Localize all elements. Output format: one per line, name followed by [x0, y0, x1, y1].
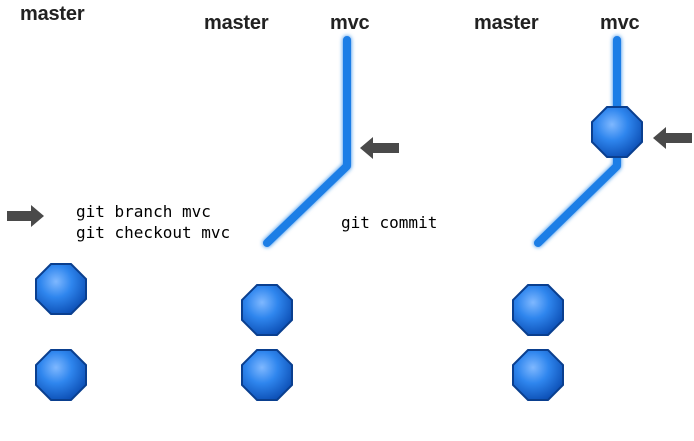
panel-after-commit: master mvc: [474, 12, 692, 440]
branch-label-master: master: [204, 12, 269, 34]
commit-node-icon: [241, 284, 293, 336]
branch-label-mvc: mvc: [330, 12, 370, 34]
command-git-commit: git commit: [341, 213, 437, 232]
command-git-branch: git branch mvc: [76, 202, 211, 221]
branch-label-master: master: [20, 3, 85, 25]
head-pointer-arrow-icon: [360, 137, 399, 159]
commit-node-icon: [512, 349, 564, 401]
panel-before: master: [7, 3, 87, 436]
step2-command: git commit: [319, 213, 510, 256]
commit-node-icon: [35, 263, 87, 315]
panel-after-branch: master mvc: [204, 12, 399, 440]
head-pointer-arrow-icon: [7, 205, 44, 227]
mvc-branch-line: [534, 36, 621, 247]
head-pointer-arrow-icon: [653, 127, 692, 149]
command-git-checkout: git checkout mvc: [76, 223, 230, 242]
step1-command: git branch mvc git checkout mvc: [70, 202, 259, 260]
commit-node-icon: [241, 349, 293, 401]
mvc-branch-line: [263, 36, 351, 247]
commit-node-icon: [591, 106, 643, 158]
commit-node-icon: [512, 284, 564, 336]
commit-node-icon: [35, 349, 87, 401]
branch-label-master: master: [474, 12, 539, 34]
branch-label-mvc: mvc: [600, 12, 640, 34]
